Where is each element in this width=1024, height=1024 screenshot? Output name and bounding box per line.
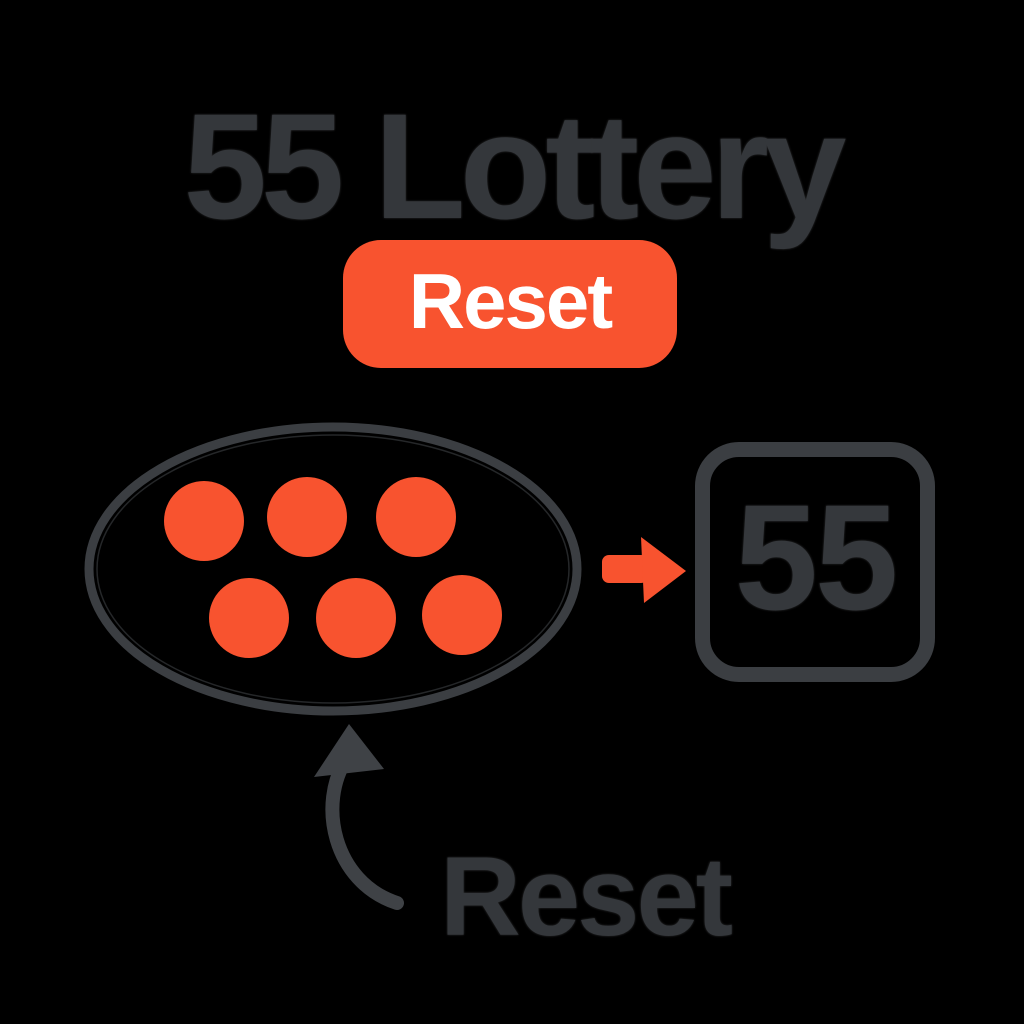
lottery-ball (164, 481, 244, 561)
lottery-ball (267, 477, 347, 557)
page-title: 55 Lottery (183, 82, 847, 250)
result-value: 55 (734, 473, 899, 641)
right-arrow-icon (602, 537, 686, 603)
reset-button[interactable]: Reset (343, 240, 677, 368)
lottery-ball (316, 578, 396, 658)
curved-arrow-icon (314, 724, 404, 910)
reset-annotation-label: Reset (440, 834, 733, 959)
lottery-ball (376, 477, 456, 557)
lottery-balls (164, 477, 502, 658)
lottery-ball (422, 575, 502, 655)
lottery-pool-ellipse-highlight (96, 434, 570, 704)
result-box: 55 (695, 442, 935, 682)
lottery-ball (209, 578, 289, 658)
lottery-pool-ellipse (84, 422, 582, 716)
